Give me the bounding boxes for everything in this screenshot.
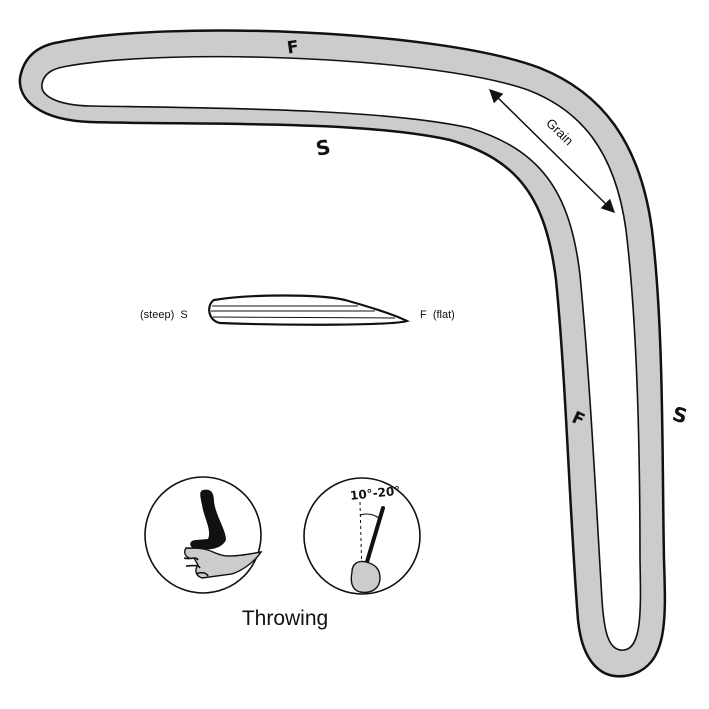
angle-label: 10°-20° — [349, 484, 401, 503]
cross-section-right-label: F (flat) — [420, 309, 455, 321]
edge-label-top-f: F — [286, 37, 300, 58]
cross-section-left-label: (steep) S — [140, 309, 188, 321]
edge-label-right-s: S — [670, 402, 690, 429]
throwing-illustration: 10°-20° Throwing — [144, 476, 421, 630]
angle-arc — [359, 513, 380, 519]
angle-hand-icon — [350, 560, 381, 594]
tilted-boomerang-icon — [362, 506, 385, 574]
cross-section-profile — [208, 294, 410, 326]
boomerang-plan: F S F S Grain — [18, 29, 690, 678]
throwing-hand-icon — [184, 547, 263, 579]
throwing-caption: Throwing — [242, 607, 328, 630]
cross-section-grain-lines — [211, 305, 396, 319]
cross-section: (steep) S F (flat) — [140, 294, 455, 326]
edge-label-top-s: S — [314, 135, 332, 161]
boomerang-in-hand-icon — [190, 489, 226, 550]
grain-arrow — [489, 89, 615, 213]
throwing-fingers-icon — [183, 557, 209, 577]
angle-circle — [303, 477, 421, 595]
